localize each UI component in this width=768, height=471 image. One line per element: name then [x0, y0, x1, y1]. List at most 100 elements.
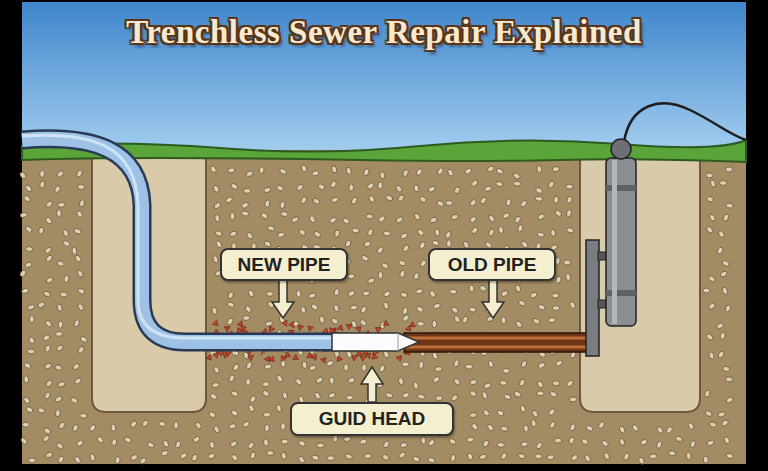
pebble: [429, 290, 437, 299]
pebble: [27, 304, 35, 311]
pebble: [88, 424, 96, 433]
pebble: [470, 179, 479, 187]
pebble: [53, 185, 61, 194]
pebble: [725, 304, 732, 312]
pebble: [79, 199, 85, 207]
pebble: [536, 380, 544, 389]
pebble: [548, 317, 556, 323]
pebble: [209, 165, 217, 174]
pebble: [705, 333, 714, 341]
pebble: [262, 382, 269, 387]
pebble: [313, 230, 322, 238]
pebble: [619, 438, 625, 446]
pebble: [209, 441, 215, 449]
pebble: [716, 322, 725, 330]
pebble: [344, 239, 351, 248]
pebble: [415, 288, 423, 294]
pebble: [296, 183, 305, 191]
pebble: [263, 187, 271, 193]
pebble: [124, 436, 133, 444]
pebble: [569, 423, 576, 431]
pebble: [242, 421, 251, 428]
new-pipe-outline: [22, 139, 335, 342]
soil-debris-chip: [371, 353, 378, 359]
pebble: [436, 200, 445, 208]
pebble: [483, 382, 491, 389]
pebble: [39, 170, 45, 178]
pebble: [362, 290, 370, 296]
pebble: [552, 166, 560, 172]
pebble: [400, 292, 408, 299]
pebble: [37, 301, 46, 309]
pebble: [703, 288, 711, 293]
pebble: [631, 424, 639, 433]
pebble: [327, 456, 334, 461]
pebble: [314, 391, 322, 400]
pebble: [74, 254, 82, 263]
pebble: [665, 426, 673, 435]
callout-box: OLD PIPE: [428, 248, 556, 281]
pebble: [703, 456, 709, 464]
pebble: [130, 454, 139, 462]
pebble: [535, 196, 543, 202]
pebble: [276, 404, 283, 412]
pebble: [58, 421, 66, 430]
pebble: [402, 244, 410, 253]
pebble: [214, 230, 222, 237]
pebble: [39, 181, 45, 189]
pebble: [395, 216, 404, 224]
pebble: [444, 231, 452, 240]
pebble: [548, 408, 556, 417]
hydraulic-cable: [624, 103, 746, 142]
pebble: [717, 411, 725, 418]
pebble: [517, 224, 523, 232]
pebble: [385, 392, 393, 399]
pebble: [433, 303, 441, 310]
pebble: [247, 404, 255, 413]
pebble: [723, 436, 730, 445]
pebble: [518, 299, 527, 306]
pebble: [74, 456, 82, 465]
pebble: [247, 289, 255, 298]
pebble: [352, 228, 360, 233]
pebble: [520, 360, 527, 369]
pebble: [580, 437, 589, 445]
pebble: [245, 170, 253, 177]
pebble: [535, 187, 544, 195]
callout-label: NEW PIPE: [238, 254, 331, 276]
pebble: [42, 334, 51, 342]
pebble: [419, 259, 427, 268]
pebble: [55, 409, 60, 417]
pebble: [364, 454, 371, 459]
pebble: [70, 396, 79, 404]
pebble: [566, 184, 573, 189]
pebble: [501, 317, 506, 325]
soil-debris-chip: [306, 326, 313, 332]
old-pipe-stripe: [404, 346, 594, 349]
pebble: [212, 185, 220, 194]
old-pipe-stripe: [404, 337, 594, 340]
pebble: [347, 274, 355, 280]
pebble: [486, 423, 494, 432]
soil-debris-chip: [247, 354, 254, 361]
pebble: [300, 306, 306, 314]
pebble: [44, 246, 53, 254]
pebble: [80, 413, 88, 418]
pebble: [537, 303, 546, 311]
pebble: [413, 184, 419, 192]
callout-label: OLD PIPE: [448, 254, 537, 276]
pebble: [175, 440, 182, 448]
pebble: [77, 184, 85, 190]
pebble: [55, 331, 63, 336]
pebble: [359, 319, 368, 327]
pebble: [227, 167, 235, 173]
pebble: [471, 226, 479, 235]
pebble: [308, 364, 316, 371]
pebble: [344, 364, 349, 371]
pebble: [427, 457, 435, 464]
soil-debris-chip: [282, 320, 287, 326]
cylinder-highlight: [612, 160, 617, 324]
pebble: [416, 305, 425, 313]
soil-debris-chip: [285, 352, 291, 357]
pebble: [334, 229, 340, 237]
